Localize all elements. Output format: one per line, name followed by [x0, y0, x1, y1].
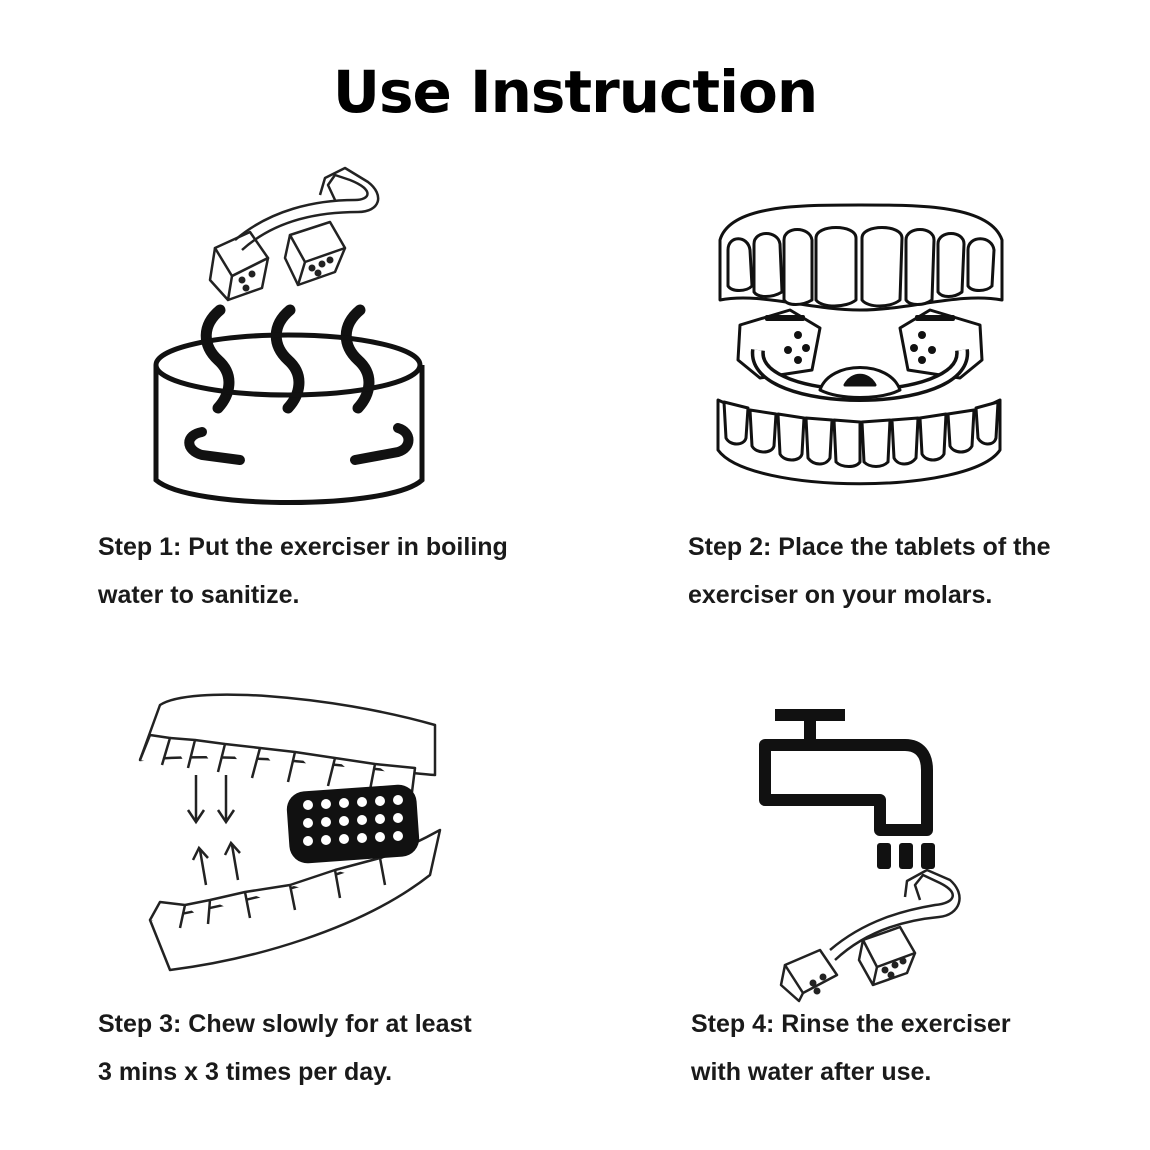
- boiling-pot-icon: [153, 166, 425, 505]
- step-3-text: Step 3: Chew slowly for at least 3 mins …: [98, 1000, 472, 1096]
- step-4-text: Step 4: Rinse the exerciser with water a…: [691, 1000, 1011, 1096]
- teeth-with-exerciser-icon: [716, 203, 1004, 486]
- faucet-rinse-icon: [759, 709, 961, 1003]
- step-1-line-2: water to sanitize.: [98, 581, 300, 609]
- step-2-text: Step 2: Place the tablets of the exercis…: [688, 523, 1051, 619]
- step-3-line-2: 3 mins x 3 times per day.: [98, 1058, 393, 1086]
- step-2-line-1: Step 2: Place the tablets of the: [688, 533, 1051, 561]
- step-3-line-1: Step 3: Chew slowly for at least: [98, 1010, 472, 1038]
- step-1-line-1: Step 1: Put the exerciser in boiling: [98, 533, 508, 561]
- step-4-line-1: Step 4: Rinse the exerciser: [691, 1010, 1011, 1038]
- step-2-line-2: exerciser on your molars.: [688, 581, 993, 609]
- page-title: Use Instruction: [332, 58, 818, 126]
- step-1-text: Step 1: Put the exerciser in boiling wat…: [98, 523, 508, 619]
- chewing-jaw-icon: [138, 693, 442, 972]
- step-4-line-2: with water after use.: [691, 1058, 932, 1086]
